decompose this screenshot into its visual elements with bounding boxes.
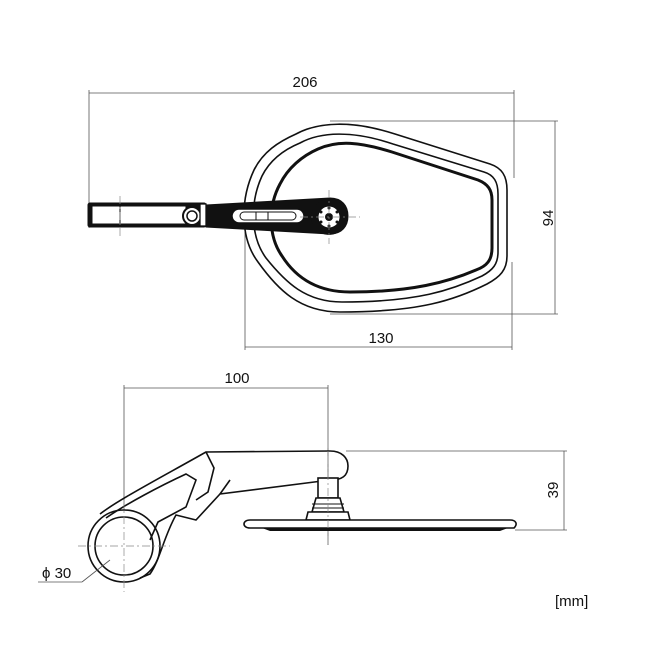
side-height-label: 39 [545,482,562,499]
mirror-height-label: 94 [540,210,557,227]
mirror-housing-outer [243,123,508,313]
dimension-mirror-height: 94 [330,120,558,315]
mirror-width-label: 130 [368,330,393,347]
arm-reach-label: 100 [224,370,249,387]
dimension-arm-reach: 100 [123,370,329,545]
side-mirror-plate [243,519,517,531]
overall-width-label: 206 [292,74,317,91]
slotted-arm [205,197,349,235]
side-arm [99,450,349,579]
side-view: 100 39 [38,370,567,592]
clamp-diameter-label: ϕ 30 [42,565,71,582]
dimension-mirror-width: 130 [244,232,513,350]
handlebar-clamp-top [87,202,207,228]
top-view: 206 94 130 [87,74,558,350]
dimension-side-height: 39 [346,450,567,531]
side-arm-inner [105,473,197,541]
unit-label: [mm] [555,593,588,610]
mirror-housing-rim [252,133,499,303]
dimension-clamp-diameter: ϕ 30 [38,559,111,583]
